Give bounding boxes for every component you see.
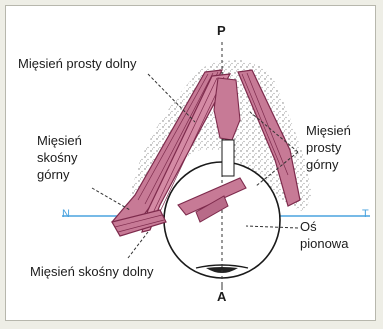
central-muscle [214,78,240,140]
temporal-letter: T [362,206,369,223]
inferior-rectus-label: Mięsień prosty dolny [18,55,137,72]
trochlea [222,140,234,176]
superior-oblique-label: Mięsień skośny górny [37,132,82,183]
anterior-letter: A [217,288,226,305]
superior-rectus-label: Mięsień prosty górny [306,122,351,173]
vertical-axis-label: Oś pionowa [300,218,348,252]
posterior-letter: P [217,22,226,39]
inferior-oblique-label: Mięsień skośny dolny [30,263,154,280]
nasal-letter: N [62,206,70,223]
